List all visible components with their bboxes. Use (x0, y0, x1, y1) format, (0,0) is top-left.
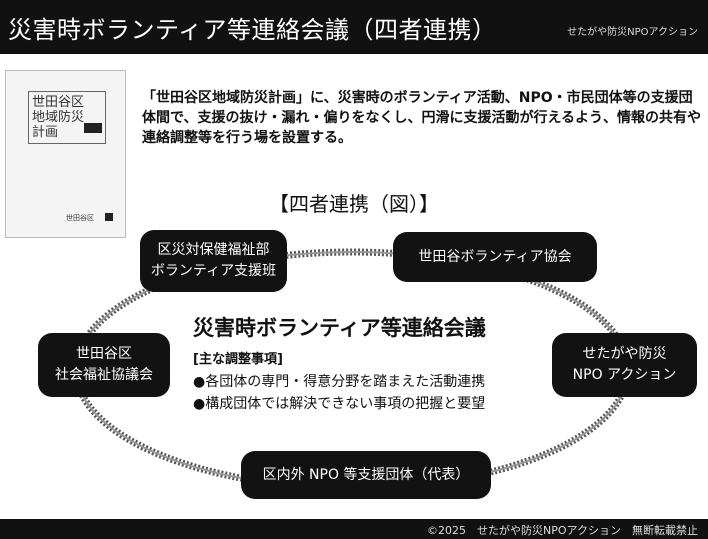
intro-text: 「世田谷区地域防災計画」に、災害時のボランティア活動、NPO・市民団体等の支援団… (142, 90, 702, 146)
footer-bar: ©2025 せたがや防災NPOアクション 無断転載禁止 (0, 519, 708, 539)
cover-title: 世田谷区 地域防災 計画 (28, 91, 106, 144)
node-line: 区内外 NPO 等支援団体（代表） (262, 466, 470, 483)
coordination-items-heading: [主な調整事項] (193, 352, 283, 367)
header-brand: せたがや防災NPOアクション (567, 27, 698, 38)
node-setagaya-bousai-npo-action: せたがや防災 NPO アクション (552, 333, 697, 397)
node-npo-support-groups: 区内外 NPO 等支援団体（代表） (241, 451, 491, 499)
node-line: せたがや防災 (582, 346, 667, 362)
cover-mark (84, 123, 102, 133)
cover-dot (105, 213, 113, 221)
coordination-items: ●各団体の専門・得意分野を踏まえた活動連携 ●構成団体では解決できない事項の把握… (193, 371, 485, 415)
plan-cover-image: 世田谷区 地域防災 計画 世田谷区 (5, 70, 126, 238)
cover-label: 世田谷区 (66, 214, 94, 222)
node-line: ボランティア支援班 (150, 263, 277, 279)
figure-title: 【四者連携（図）】 (269, 192, 439, 216)
node-ward-volunteer-support: 区災対保健福祉部 ボランティア支援班 (140, 230, 287, 292)
node-line: NPO アクション (572, 367, 677, 383)
header-bar: 災害時ボランティア等連絡会議（四者連携） せたがや防災NPOアクション (0, 0, 708, 54)
node-line: 世田谷ボランティア協会 (418, 248, 572, 265)
council-title: 災害時ボランティア等連絡会議 (193, 316, 486, 340)
copyright-text: ©2025 せたがや防災NPOアクション 無断転載禁止 (427, 524, 698, 537)
node-line: 世田谷区 (76, 346, 132, 362)
list-item: ●各団体の専門・得意分野を踏まえた活動連携 (193, 374, 486, 390)
node-line: 区災対保健福祉部 (157, 242, 270, 258)
list-item: ●構成団体では解決できない事項の把握と要望 (193, 396, 486, 412)
node-line: 社会福祉協議会 (55, 367, 153, 383)
node-setagaya-volunteer-association: 世田谷ボランティア協会 (393, 232, 597, 282)
node-social-welfare-council: 世田谷区 社会福祉協議会 (38, 333, 170, 397)
page-title: 災害時ボランティア等連絡会議（四者連携） (8, 16, 497, 44)
